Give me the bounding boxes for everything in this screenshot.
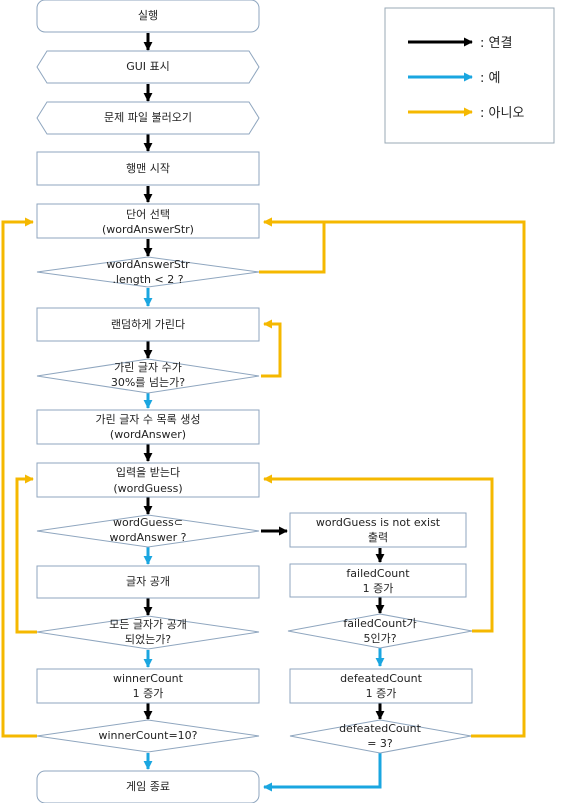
node-load-label: 문제 파일 불러오기 xyxy=(104,110,192,124)
legend-yes-label: : 예 xyxy=(480,71,500,86)
node-load: 문제 파일 불러오기 xyxy=(36,101,260,135)
node-check-percent: 가린 글자 수가 30%를 넘는가? xyxy=(36,358,260,394)
arrow-checkdef-select-no xyxy=(263,217,526,738)
node-check-length-line2: .length < 2 ? xyxy=(112,273,183,286)
node-check-defeated: defeatedCount = 3? xyxy=(289,719,472,754)
node-defeated-count: defeatedCount 1 증가 xyxy=(289,668,473,704)
node-make-list-line1: 가린 글자 수 목록 생성 xyxy=(95,413,200,426)
node-defeated-count-line2: 1 증가 xyxy=(366,687,397,700)
node-check-percent-line1: 가린 글자 수가 xyxy=(114,361,182,374)
node-check-fail: failedCount가 5인가? xyxy=(287,613,473,649)
node-run-label: 실행 xyxy=(138,9,158,22)
node-not-exist-line1: wordGuess is not exist xyxy=(316,516,441,529)
node-failed-count-line2: 1 증가 xyxy=(363,582,394,595)
node-failed-count-line1: failedCount xyxy=(346,567,410,580)
node-reveal-label: 글자 공개 xyxy=(126,575,170,588)
arrow-checkpct-hide-no xyxy=(261,319,282,378)
node-run: 실행 xyxy=(36,0,260,33)
node-check-all-line1: 모든 글자가 공개 xyxy=(109,618,187,631)
arrow-checkwin-select-no xyxy=(1,217,37,738)
node-hide-random: 랜덤하게 가린다 xyxy=(36,307,260,342)
node-check-guess-line1: wordGuess⊂ xyxy=(113,516,183,529)
node-check-fail-line1: failedCount가 xyxy=(343,617,416,630)
node-gui-label: GUI 표시 xyxy=(126,60,170,73)
node-select-word: 단어 선택 (wordAnswerStr) xyxy=(36,203,260,239)
node-hide-random-label: 랜덤하게 가린다 xyxy=(111,317,185,331)
node-select-word-line2: (wordAnswerStr) xyxy=(102,223,194,236)
node-check-guess-line2: wordAnswer ? xyxy=(110,531,187,544)
node-check-all-line2: 되었는가? xyxy=(125,633,171,646)
node-not-exist: wordGuess is not exist 출력 xyxy=(289,512,467,548)
node-check-length-line1: wordAnswerStr xyxy=(106,258,190,271)
arrow-checklen-select-no xyxy=(259,217,326,274)
node-make-list-line2: (wordAnswer) xyxy=(110,428,186,441)
node-select-word-line1: 단어 선택 xyxy=(126,208,170,221)
node-make-list: 가린 글자 수 목록 생성 (wordAnswer) xyxy=(36,409,260,445)
node-check-all: 모든 글자가 공개 되었는가? xyxy=(36,615,260,650)
node-input-line2: (wordGuess) xyxy=(113,482,182,495)
node-winner-count-line1: winnerCount xyxy=(113,672,184,685)
legend: : 연결 : 예 : 아니오 xyxy=(384,7,555,144)
node-input: 입력을 받는다 (wordGuess) xyxy=(36,462,260,498)
node-winner-count: winnerCount 1 증가 xyxy=(36,668,260,704)
node-check-fail-line2: 5인가? xyxy=(363,632,396,645)
connectors xyxy=(1,33,526,792)
arrow-checkdef-end-yes xyxy=(263,753,382,792)
legend-connect-label: : 연결 xyxy=(480,36,512,51)
node-end-label: 게임 종료 xyxy=(126,780,170,793)
node-check-percent-line2: 30%를 넘는가? xyxy=(111,376,185,389)
node-defeated-count-line1: defeatedCount xyxy=(340,672,423,685)
node-check-win: winnerCount=10? xyxy=(36,719,260,753)
node-failed-count: failedCount 1 증가 xyxy=(289,563,467,598)
node-start-label: 행맨 시작 xyxy=(126,162,170,175)
node-not-exist-line2: 출력 xyxy=(368,531,388,544)
node-winner-count-line2: 1 증가 xyxy=(133,687,164,700)
arrow-checkfail-input-no xyxy=(263,474,494,633)
legend-no-label: : 아니오 xyxy=(480,106,524,121)
node-check-defeated-line1: defeatedCount xyxy=(339,722,422,735)
node-end: 게임 종료 xyxy=(36,770,260,803)
node-check-defeated-line2: = 3? xyxy=(367,737,393,750)
node-check-win-label: winnerCount=10? xyxy=(98,729,197,742)
arrow-checkall-input-no xyxy=(15,474,37,634)
node-start: 행맨 시작 xyxy=(36,151,260,186)
node-reveal: 글자 공개 xyxy=(36,565,260,599)
node-input-line1: 입력을 받는다 xyxy=(116,466,180,479)
node-gui: GUI 표시 xyxy=(36,50,260,84)
node-check-length: wordAnswerStr .length < 2 ? xyxy=(36,256,260,288)
node-check-guess: wordGuess⊂ wordAnswer ? xyxy=(36,514,260,548)
